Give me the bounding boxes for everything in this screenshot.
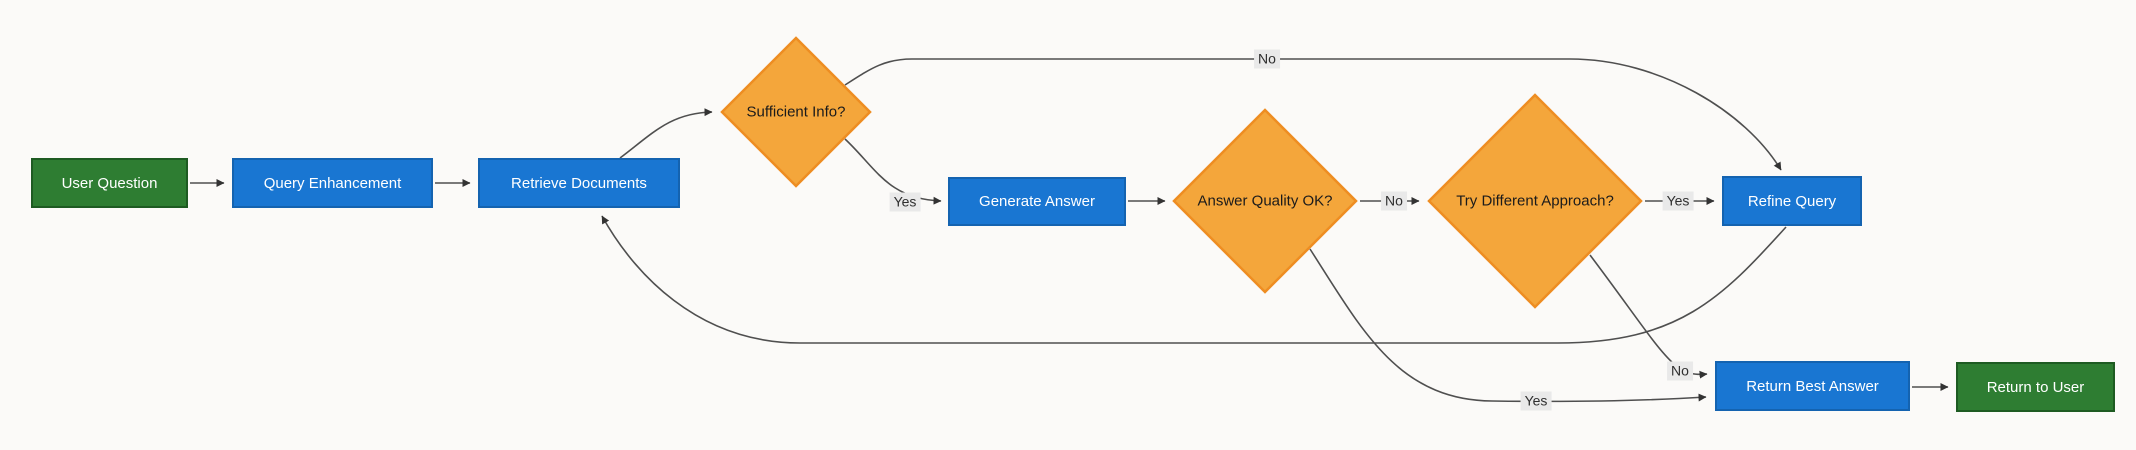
node-sufficient-info: Sufficient Info? [720, 36, 872, 188]
node-answer-quality: Answer Quality OK? [1172, 108, 1358, 294]
node-retrieve-documents-label: Retrieve Documents [511, 174, 647, 192]
node-sufficient-info-label: Sufficient Info? [746, 103, 846, 121]
edge-label-yes-return: Yes [1520, 391, 1552, 411]
node-generate-answer-label: Generate Answer [979, 193, 1095, 210]
diamond-shape [1427, 93, 1643, 309]
node-return-best-answer-label: Return Best Answer [1746, 377, 1879, 395]
node-try-different-approach: Try Different Approach? [1427, 93, 1643, 309]
edge-label-no-top: No [1254, 49, 1280, 69]
node-return-to-user-label: Return to User [1986, 378, 2085, 396]
diamond-shape [720, 36, 872, 188]
node-return-to-user: Return to User [1956, 362, 2115, 412]
node-refine-query-label: Refine Query [1747, 192, 1837, 210]
node-user-question-label: User Question [61, 174, 158, 192]
edge-label-yes-refine: Yes [1662, 191, 1694, 211]
edge-sufficientinfo-no-refinequery [844, 58, 1782, 171]
node-try-different-approach-label: Try Different Approach? [1456, 192, 1614, 210]
edge-trydifferent-no-returnbestanswer [1589, 254, 1708, 379]
node-answer-quality-label: Answer Quality OK? [1197, 192, 1333, 210]
node-query-enhancement-label: Query Enhancement [263, 174, 402, 192]
node-retrieve-documents: Retrieve Documents [478, 158, 680, 208]
node-return-best-answer: Return Best Answer [1715, 361, 1910, 411]
edge-refinequery-loop-retrievedocuments [601, 215, 1787, 344]
node-user-question: User Question [31, 158, 188, 208]
edge-answerquality-yes-returnbestanswer [1309, 248, 1707, 403]
node-refine-query: Refine Query [1722, 176, 1862, 226]
edge-label-yes-generate: Yes [889, 192, 921, 212]
edge-sufficientinfo-yes-generateanswer [844, 138, 942, 205]
diamond-shape [1172, 108, 1358, 294]
edge-label-no-return: No [1667, 361, 1693, 381]
node-query-enhancement: Query Enhancement [232, 158, 433, 208]
edge-label-no-try: No [1381, 191, 1407, 211]
node-generate-answer: Generate Answer [948, 177, 1126, 226]
edge-retrievedocuments-sufficientinfo [619, 108, 713, 159]
